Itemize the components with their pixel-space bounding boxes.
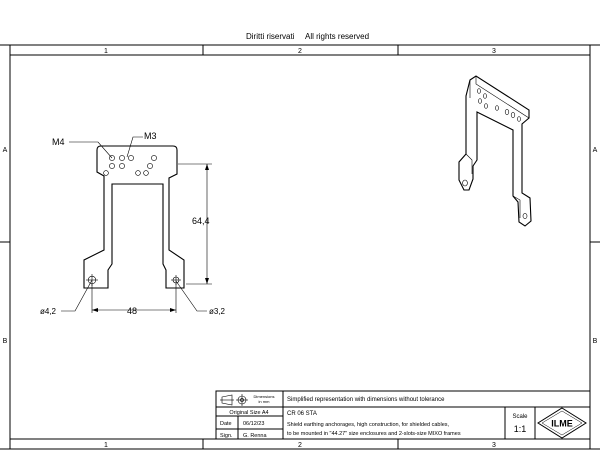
iso-hole [484, 103, 488, 109]
top-column-label-2: 2 [298, 48, 302, 55]
m3-hole [119, 155, 125, 161]
sign-value: G. Renna [243, 433, 267, 439]
m4-hole [151, 155, 157, 161]
projection-symbol-icon [220, 394, 248, 406]
rights-reserved-en: All rights reserved [305, 32, 369, 41]
ilme-logo: ILME [537, 407, 587, 439]
callout-leaders [61, 136, 207, 312]
hole-left-diameter-label: ø4,2 [40, 307, 57, 316]
m3-hole [143, 170, 149, 176]
width-dimension-value: 48 [127, 306, 137, 316]
m4-leader [69, 141, 113, 159]
rights-reserved-it: Diritti riservati [246, 32, 295, 41]
iso-hole [504, 109, 510, 115]
product-description-line1: Shield earthing anchorages, high constru… [287, 422, 450, 428]
top-column-label-1: 1 [104, 48, 108, 55]
m3-hole [135, 170, 141, 176]
left-row-label-a: A [3, 147, 8, 154]
product-code: CR 06 STA [287, 411, 317, 417]
product-description-line2: to be mounted in "44.27" size enclosures… [287, 431, 461, 437]
iso-hole [517, 116, 521, 122]
top-column-label-3: 3 [492, 48, 496, 55]
bracket-front-view [83, 145, 185, 289]
date-value: 06/12/23 [243, 421, 264, 427]
bracket-isometric-view [458, 75, 532, 227]
bottom-column-label-2: 2 [298, 442, 302, 449]
hole-right-diameter-label: ø3,2 [209, 307, 226, 316]
iso-hole [495, 105, 499, 111]
width-dimension [91, 284, 177, 313]
logo-text: ILME [551, 419, 573, 429]
height-dimension-value: 64,4 [192, 216, 210, 226]
original-size: Original Size A4 [229, 410, 268, 416]
bracket-outline [83, 145, 185, 289]
m3-label: M3 [144, 131, 157, 141]
title-block [215, 390, 591, 440]
scale-value: 1:1 [514, 424, 527, 434]
sign-label: Sign. [220, 433, 233, 439]
left-row-label-b: B [3, 338, 8, 345]
description-text: Simplified representation with dimension… [287, 397, 445, 403]
hole-left-leader [61, 279, 93, 312]
m4-hole [119, 163, 125, 169]
iso-hole [478, 98, 482, 104]
m3-leader [126, 136, 143, 158]
scale-label: Scale [512, 414, 528, 420]
zone-ticks [0, 45, 600, 449]
right-row-label-b: B [593, 338, 598, 345]
iso-hole [510, 112, 516, 118]
iso-foot-hole [522, 213, 528, 219]
hole-right-leader [175, 280, 207, 312]
m3-hole [128, 155, 134, 161]
date-label: Date [220, 421, 232, 427]
iso-hole [483, 93, 487, 99]
m4-label: M4 [52, 137, 65, 147]
m3-hole [109, 155, 115, 161]
right-row-label-a: A [593, 147, 598, 154]
height-dimension [178, 163, 212, 285]
bottom-column-label-3: 3 [492, 442, 496, 449]
m4-hole [147, 163, 153, 169]
iso-foot-hole [462, 179, 468, 187]
m3-hole [103, 170, 109, 176]
inner-frame [9, 54, 591, 440]
dimensions-note-line1: Dimensions [254, 394, 275, 399]
m4-hole [109, 163, 115, 169]
dimensions-note-line2: in mm [259, 399, 271, 404]
bottom-column-label-1: 1 [104, 442, 108, 449]
iso-hole [477, 88, 481, 94]
